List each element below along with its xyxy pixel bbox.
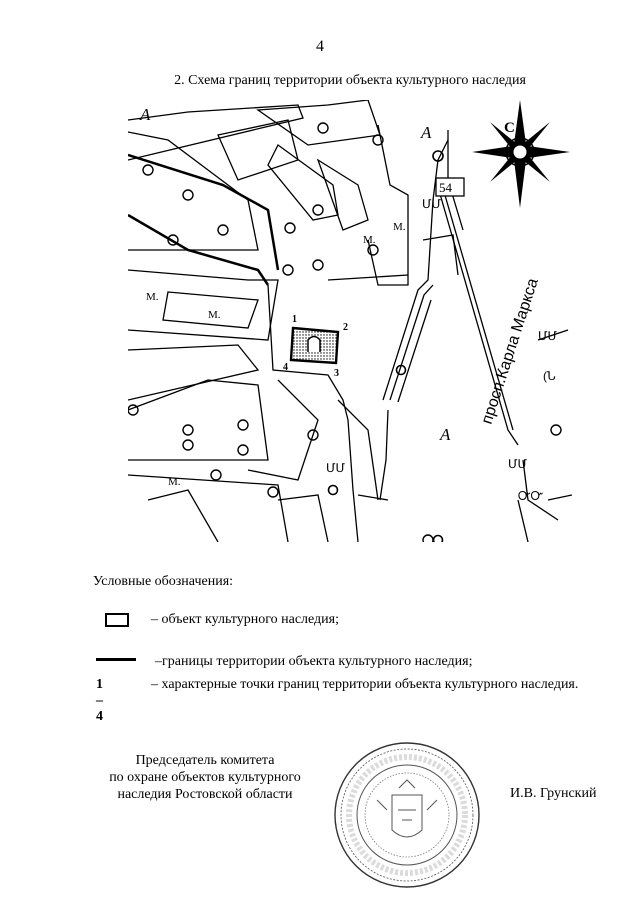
map-label-m: М.	[208, 309, 221, 321]
map-zone-letter: А	[439, 425, 451, 444]
boundary-line-symbol-icon	[96, 658, 136, 661]
boundary-point-2: 2	[343, 322, 348, 333]
official-seal-icon	[334, 742, 480, 888]
boundary-point-3: 3	[334, 368, 339, 379]
svg-text:ᏅᏅ: ᏅᏅ	[518, 489, 544, 503]
svg-text:ՄՄ: ՄՄ	[422, 197, 441, 211]
signatory-position: Председатель комитета по охране объектов…	[109, 753, 301, 802]
map-street-label: просп.Карла Маркса	[479, 276, 542, 426]
map-label-m: М.	[146, 291, 159, 303]
page-number: 4	[316, 38, 324, 55]
scheme-title: 2. Схема границ территории объекта культ…	[174, 73, 526, 88]
compass-rose-icon: С	[472, 100, 570, 208]
svg-text:ՄՄ: ՄՄ	[326, 461, 345, 475]
svg-text:(Ն: (Ն	[543, 369, 556, 383]
boundary-scheme-map: М. М. М. М. М. А А А 54 просп.Карла Марк…	[128, 100, 572, 542]
boundary-point-1: 1	[292, 314, 297, 325]
map-label-m: М.	[363, 234, 376, 246]
svg-text:ՄՄ: ՄՄ	[538, 329, 557, 343]
map-label-m: М.	[393, 221, 406, 233]
map-zone-letter: А	[420, 123, 432, 142]
points-symbol-text: 1 –4	[96, 677, 103, 724]
boundary-point-4: 4	[283, 362, 288, 373]
map-zone-letter: А	[139, 105, 151, 124]
legend-title: Условные обозначения:	[93, 574, 234, 589]
signatory-name: И.В. Грунский	[510, 786, 597, 801]
map-label-m: М.	[168, 476, 181, 488]
map-house-number: 54	[439, 180, 453, 195]
heritage-object-symbol-icon	[105, 613, 129, 627]
compass-north-label: С	[504, 120, 515, 136]
svg-text:ՄՄ: ՄՄ	[508, 457, 527, 471]
